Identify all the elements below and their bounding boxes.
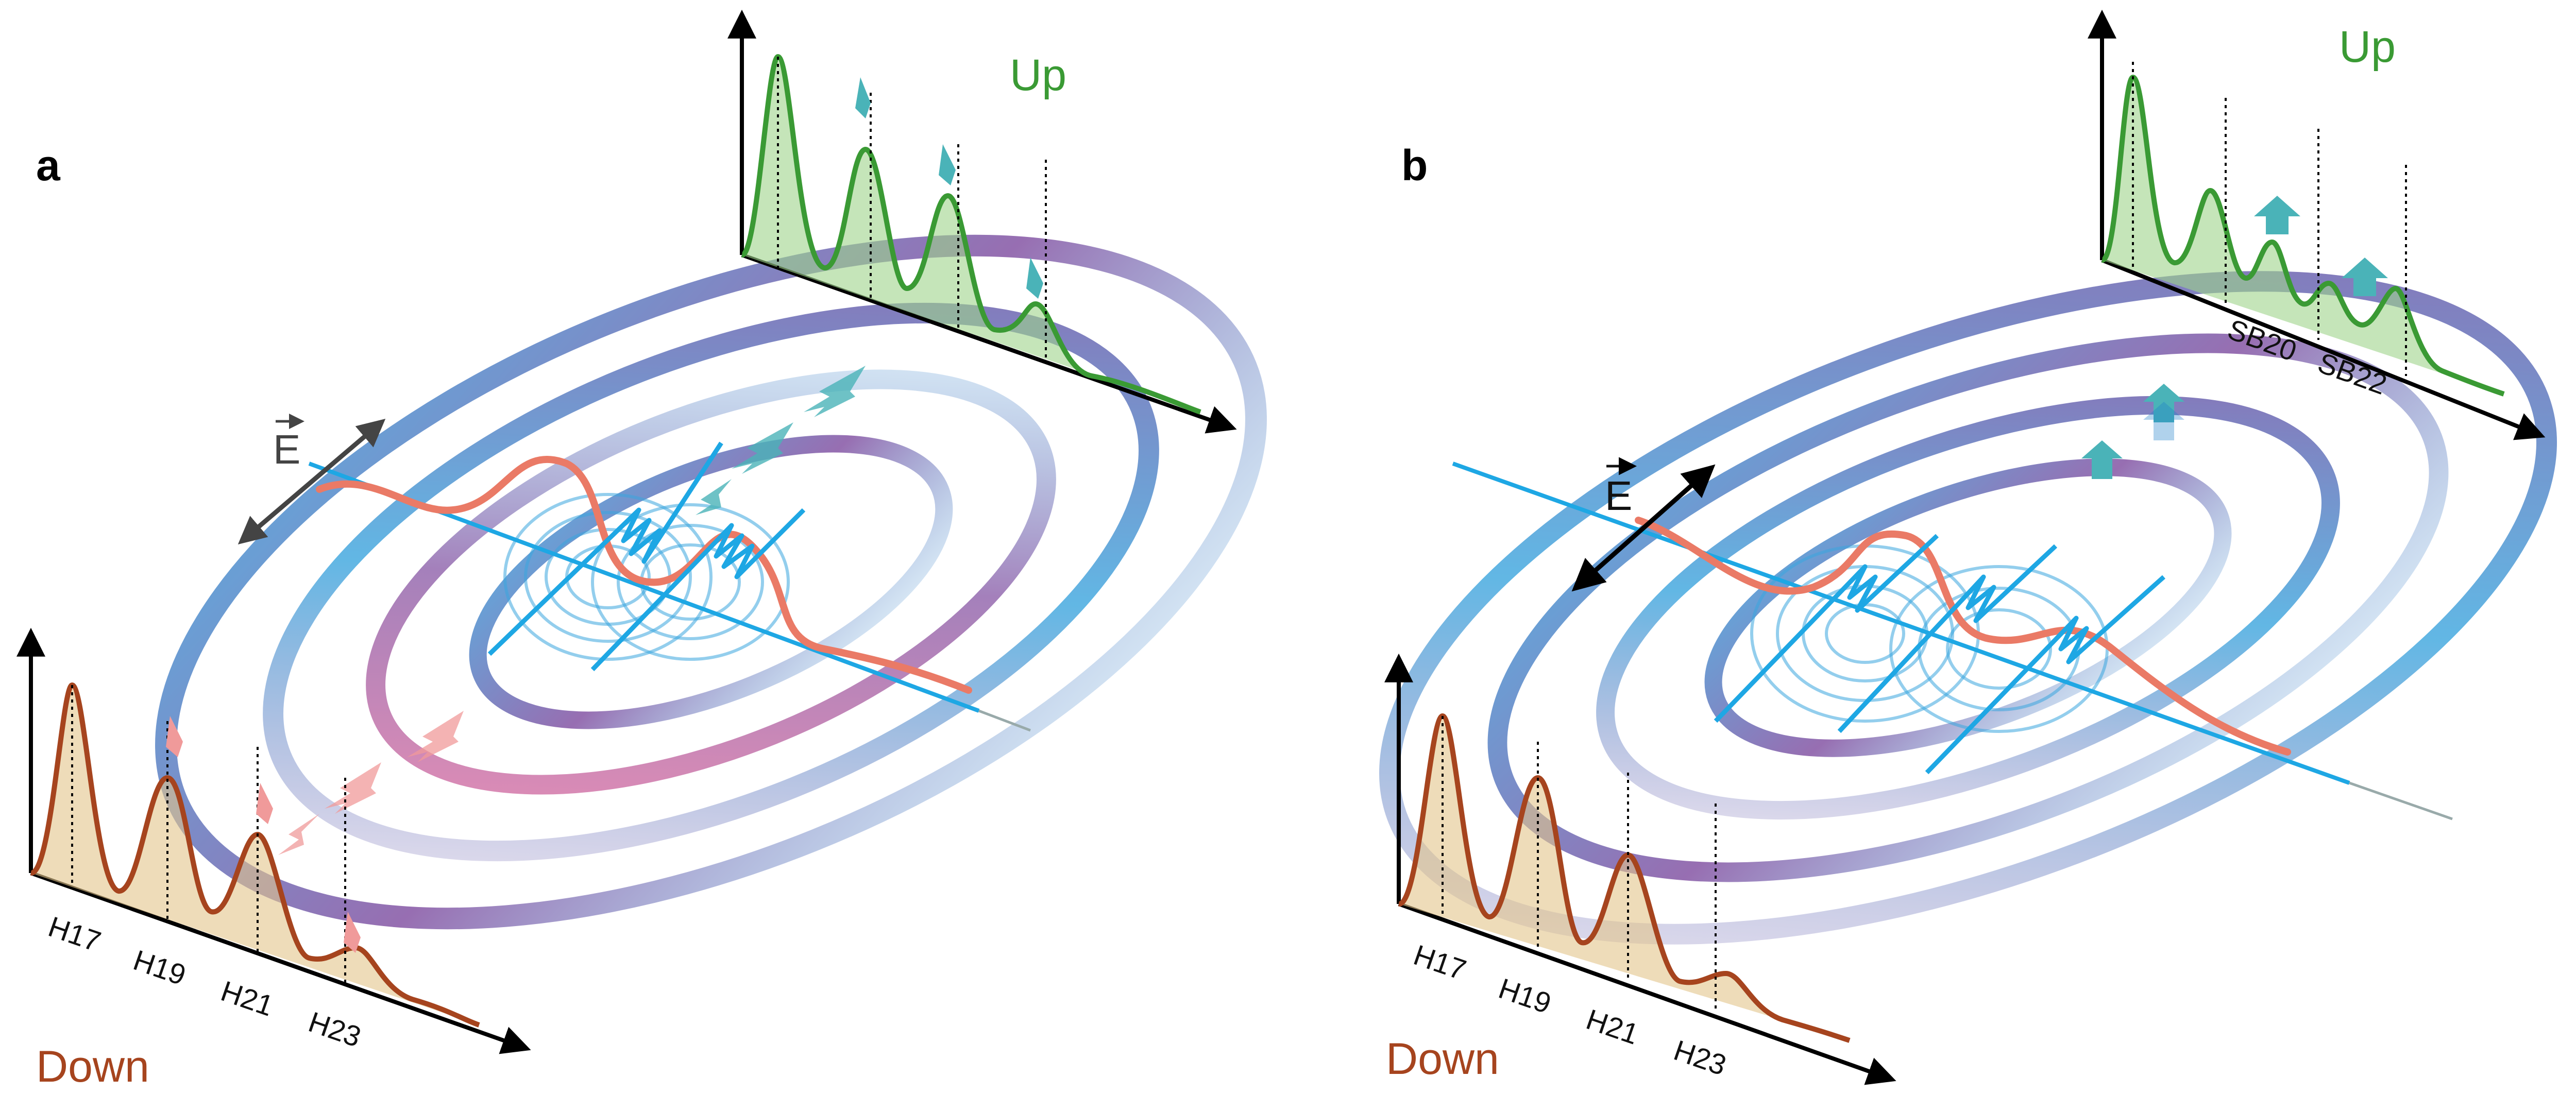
panel-b-ring-4 bbox=[1704, 458, 2232, 757]
panel-a-wavelet bbox=[524, 511, 692, 643]
panel-a-down-markers bbox=[71, 685, 346, 984]
panel-a-shift-arrow bbox=[1026, 258, 1043, 299]
panel-a-down-spectrum: H17 H19 H21 H23 Down bbox=[16, 627, 531, 1091]
panel-a-down-arrow bbox=[278, 814, 319, 855]
panel-a-label: a bbox=[36, 141, 61, 190]
panel-a-ring-2 bbox=[263, 302, 1159, 862]
panel-a-ring-3 bbox=[366, 369, 1056, 795]
panel-b-emission-arrows-up bbox=[2081, 384, 2184, 479]
panel-b-ir-field bbox=[1635, 517, 2291, 756]
panel-b-field-label: E bbox=[1605, 473, 1632, 519]
panel-a-wavelet bbox=[503, 493, 713, 661]
panel-a-down-x-axis bbox=[30, 871, 531, 1054]
panel-b-sideband-arrow-sb22 bbox=[2342, 258, 2388, 296]
panel-a-shift-arrow bbox=[344, 912, 361, 953]
panel-a-polarization-arrow bbox=[238, 418, 386, 545]
panel-b-down-spectrum-curve bbox=[1398, 713, 1851, 1043]
panel-a-shift-arrow bbox=[256, 783, 273, 824]
panel-a-wavelets bbox=[503, 493, 790, 661]
panel-a-up-markers bbox=[777, 57, 1047, 361]
panel-a-down-spectrum-curve bbox=[30, 682, 480, 1028]
panel-b-wavelet bbox=[1918, 587, 2080, 711]
panel-b-tick-sb22: SB22 bbox=[2314, 346, 2391, 401]
panel-a-pulse-train bbox=[487, 441, 806, 672]
panel-a-up-shift-arrows bbox=[855, 77, 1043, 299]
panel-b-pulse bbox=[1925, 575, 2165, 775]
panel-a-beam-tail bbox=[978, 709, 1031, 732]
panel-a-up-spectrum-curve bbox=[740, 54, 1201, 415]
panel-a-wavelet bbox=[591, 503, 790, 661]
panel-b-up-label: Up bbox=[2339, 22, 2396, 72]
panel-a-pulse bbox=[487, 441, 723, 656]
panel-b-pulse-train bbox=[1714, 534, 2165, 775]
panel-b-up-markers bbox=[2132, 62, 2407, 376]
panel-a-tick-h17: H17 bbox=[44, 910, 105, 958]
panel-b-ring-2 bbox=[1487, 333, 2449, 882]
panel-b-tick-h17: H17 bbox=[1410, 938, 1470, 986]
panel-b-wavefront-rings bbox=[1379, 271, 2557, 945]
panel-b-beam-tail bbox=[2349, 781, 2453, 821]
panel-a-tick-h21: H21 bbox=[217, 975, 278, 1022]
panel-a-down-label: Down bbox=[36, 1042, 149, 1091]
panel-b-tick-h19: H19 bbox=[1495, 972, 1555, 1020]
panel-b-tick-h21: H21 bbox=[1582, 1003, 1643, 1051]
panel-b-sideband-arrows bbox=[2254, 196, 2388, 296]
panel-a-emission-arrows-up bbox=[696, 366, 866, 515]
panel-a-shift-arrow bbox=[166, 716, 183, 757]
panel-a-ir-field bbox=[316, 455, 972, 694]
panel-b-pulse bbox=[1714, 534, 1939, 723]
panel-b-down-markers bbox=[1442, 716, 1717, 1012]
panel-a-up-spectrum: Up bbox=[727, 9, 1237, 434]
panel-b-up-arrow bbox=[2081, 440, 2123, 479]
panel-b-up-spectrum-fill bbox=[2102, 77, 2504, 394]
panel-a-shift-arrow bbox=[855, 77, 871, 118]
panel-b-down-label: Down bbox=[1386, 1034, 1499, 1084]
panel-b-polarization-arrow bbox=[1571, 464, 1716, 592]
panel-b-down-spectrum-fill bbox=[1399, 716, 1850, 1040]
panel-b-up-spectrum-curve bbox=[2101, 74, 2505, 397]
panel-a-shift-arrow bbox=[939, 144, 956, 185]
panel-a-up-arrow bbox=[732, 422, 793, 474]
panel-b-label: b bbox=[1401, 141, 1428, 190]
panel-b-up-arrow-shadow bbox=[2143, 402, 2184, 440]
panel-b-wavelet bbox=[1946, 608, 2052, 690]
panel-b: b bbox=[1379, 9, 2557, 1085]
panel-b-ring-3 bbox=[1596, 396, 2340, 820]
panel-a-tick-h19: H19 bbox=[129, 944, 190, 992]
panel-a-down-spectrum-fill bbox=[31, 685, 479, 1025]
panel-a-field-label: E bbox=[273, 426, 300, 472]
panel-a-up-arrow bbox=[804, 366, 866, 417]
panel-b-up-arrow bbox=[2143, 384, 2184, 422]
panel-a-emission-arrows-down bbox=[278, 711, 464, 855]
panel-a-ring-4 bbox=[469, 435, 953, 729]
panel-a-down-arrow bbox=[407, 711, 464, 762]
panel-a-down-arrow bbox=[325, 762, 381, 814]
panel-b-pulse bbox=[1837, 544, 2058, 733]
panel-a-up-arrow bbox=[696, 479, 732, 515]
panel-a-up-label: Up bbox=[1010, 50, 1066, 100]
panel-a-up-x-axis bbox=[741, 253, 1237, 434]
panel-a-wavelet bbox=[617, 524, 764, 640]
panel-b-sideband-arrow-sb20 bbox=[2254, 196, 2300, 234]
panel-a: a bbox=[16, 9, 1267, 1091]
panel-a-down-shift-arrows bbox=[166, 716, 361, 953]
panel-b-up-x-axis bbox=[2101, 258, 2546, 440]
panel-b-down-x-axis bbox=[1398, 902, 1896, 1085]
panel-a-tick-h23: H23 bbox=[304, 1005, 365, 1053]
panel-b-tick-h23: H23 bbox=[1670, 1034, 1731, 1082]
panel-b-up-spectrum: SB20 SB22 Up bbox=[2088, 9, 2546, 440]
panel-a-pulse bbox=[590, 508, 806, 672]
panel-a-wavefront-rings bbox=[155, 234, 1267, 930]
